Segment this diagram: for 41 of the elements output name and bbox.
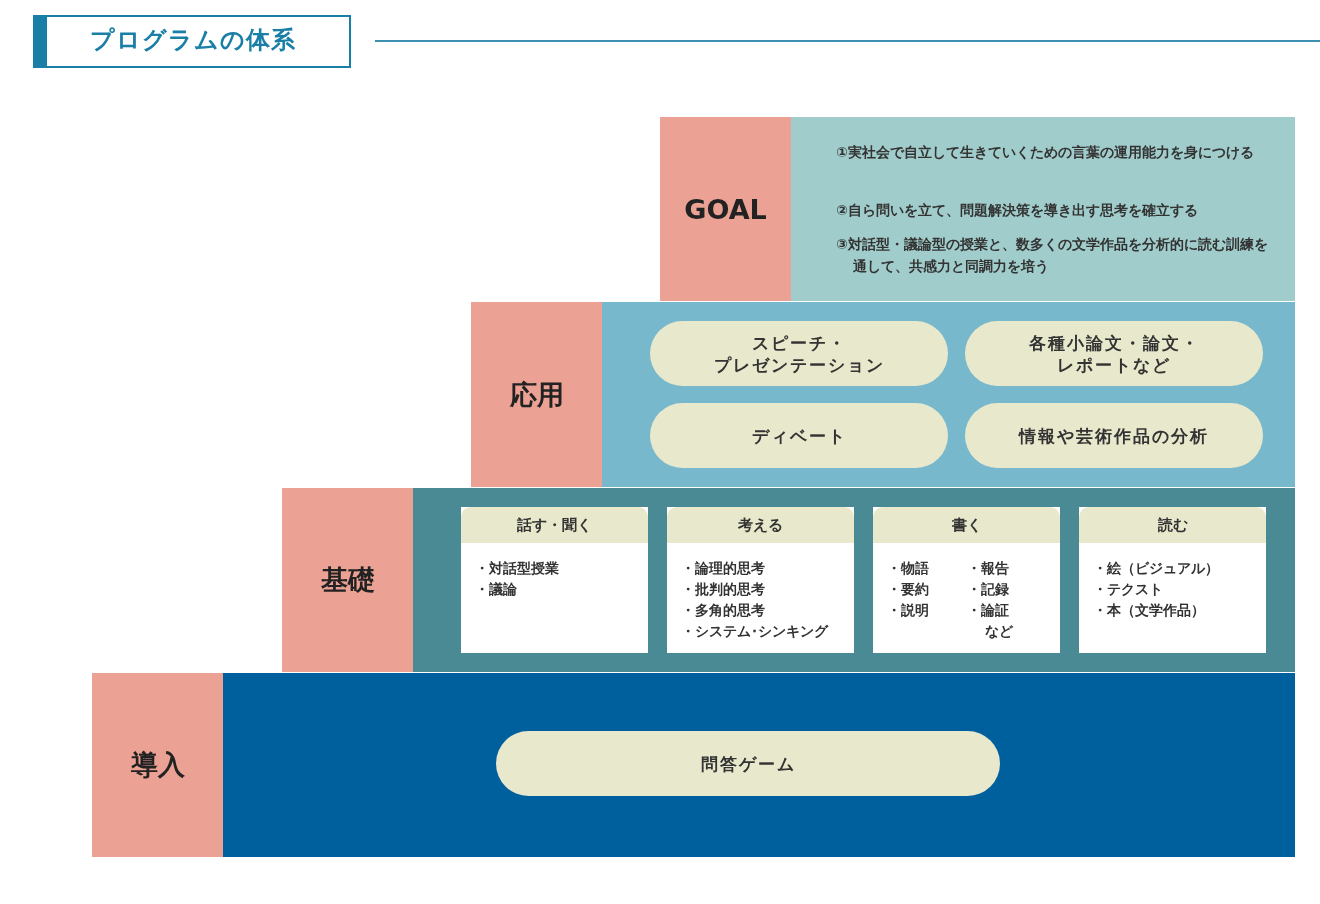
list-item: ・批判的思考 bbox=[681, 581, 765, 599]
list-item: ・説明 bbox=[887, 602, 929, 620]
topic-card bbox=[873, 507, 1060, 653]
list-item: ・論理的思考 bbox=[681, 560, 765, 578]
list-item: ・テクスト bbox=[1093, 581, 1163, 599]
card-heading: 話す・聞く bbox=[461, 507, 648, 543]
pill-text: 情報や芸術作品の分析 bbox=[1019, 424, 1209, 447]
goal-text: ②自ら問いを立て、問題解決策を導き出す思考を確立する bbox=[836, 201, 1199, 220]
pill-text: ディベート bbox=[751, 424, 847, 447]
tier-label: GOAL bbox=[660, 117, 791, 301]
card-heading: 書く bbox=[873, 507, 1060, 543]
list-item: ・システム･シンキング bbox=[681, 623, 828, 641]
list-item: など bbox=[985, 623, 1013, 641]
card-heading: 考える bbox=[667, 507, 854, 543]
card-heading: 読む bbox=[1079, 507, 1266, 543]
topic-card bbox=[461, 507, 648, 653]
tier-label: 応用 bbox=[471, 302, 602, 487]
topic-card bbox=[1079, 507, 1266, 653]
list-item: ・報告 bbox=[967, 560, 1009, 578]
tier-panel bbox=[92, 673, 1295, 857]
list-item: ・本（文学作品） bbox=[1093, 602, 1205, 620]
pill-text: 各種小論文・論文・レポートなど bbox=[1027, 331, 1201, 376]
pill-text: 問答ゲーム bbox=[700, 752, 796, 775]
list-item: ・記録 bbox=[967, 581, 1009, 599]
goal-text: ③対話型・議論型の授業と、数多くの文学作品を分析的に読む訓練を通して、共感力と同調力を培う bbox=[836, 235, 1269, 276]
tier-label: 導入 bbox=[92, 673, 223, 857]
tier-panel bbox=[282, 488, 1295, 672]
list-item: ・対話型授業 bbox=[475, 560, 559, 578]
list-item: ・議論 bbox=[475, 581, 517, 599]
list-item: ・論証 bbox=[967, 602, 1009, 620]
topic-card bbox=[667, 507, 854, 653]
tier-panel bbox=[471, 302, 1295, 487]
title: プログラムの体系 bbox=[90, 24, 296, 56]
list-item: ・物語 bbox=[887, 560, 929, 578]
pill-text: スピーチ・プレゼンテーション bbox=[712, 331, 886, 376]
list-item: ・絵（ビジュアル） bbox=[1093, 560, 1219, 578]
list-item: ・要約 bbox=[887, 581, 929, 599]
tier-label: 基礎 bbox=[282, 488, 413, 672]
goal-text: ①実社会で自立して生きていくための言葉の運用能力を身につける bbox=[836, 143, 1255, 162]
list-item: ・多角的思考 bbox=[681, 602, 765, 620]
tier-panel bbox=[660, 117, 1295, 301]
